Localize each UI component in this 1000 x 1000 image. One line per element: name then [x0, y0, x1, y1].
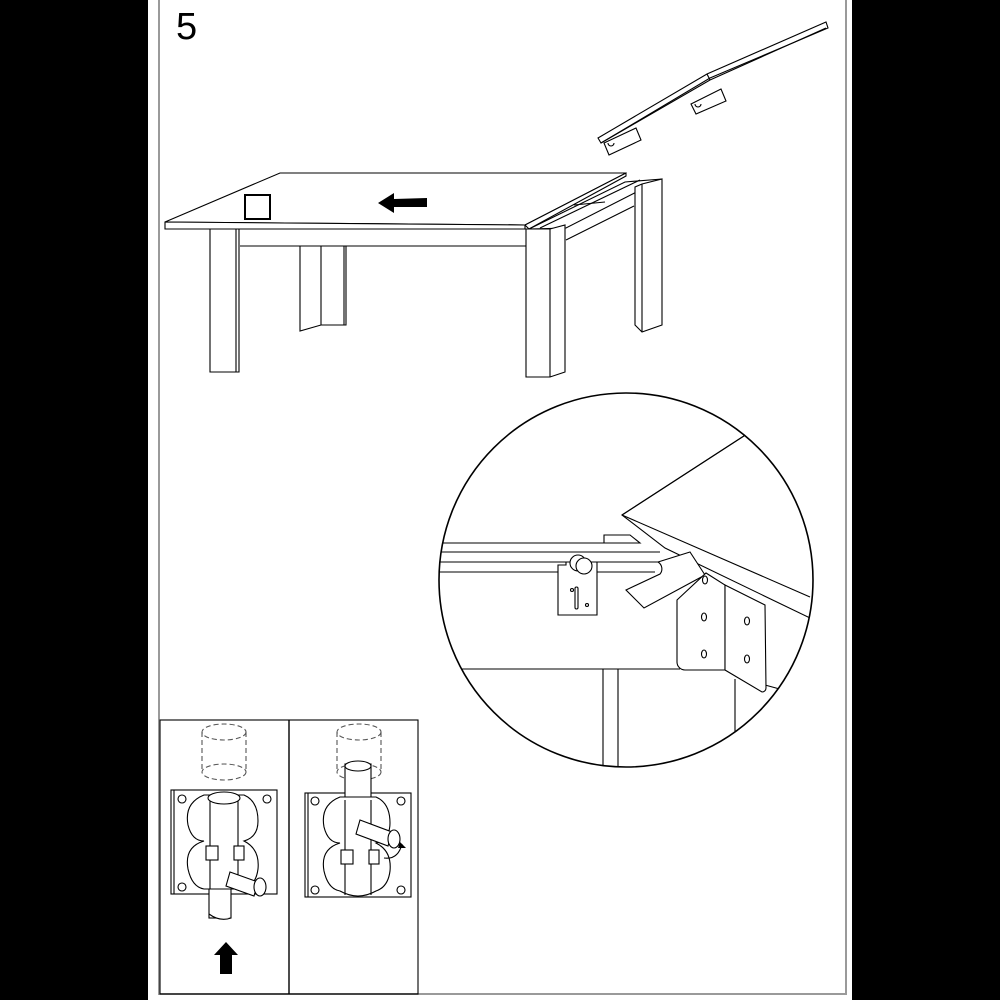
lock-steps-panels: [159, 719, 419, 995]
frame-left-border: [158, 0, 160, 995]
arrow-left-icon: [378, 193, 427, 213]
position-marker-square: [244, 194, 271, 220]
hinge-bracket-icon: [603, 127, 642, 156]
locking-pin-icon: [575, 557, 593, 575]
frame-right-border: [845, 0, 847, 995]
step-number: 5: [176, 6, 198, 48]
lock-step-b-figure: [304, 723, 412, 898]
extension-leaf-figure: [597, 21, 829, 156]
detail-magnifier-circle: [438, 392, 814, 768]
table-figure: [164, 172, 663, 378]
hinge-bracket-icon: [690, 88, 727, 115]
arrow-up-icon: [214, 942, 238, 974]
frame-bottom-border: [158, 993, 847, 995]
lock-step-a-figure: [170, 723, 278, 974]
